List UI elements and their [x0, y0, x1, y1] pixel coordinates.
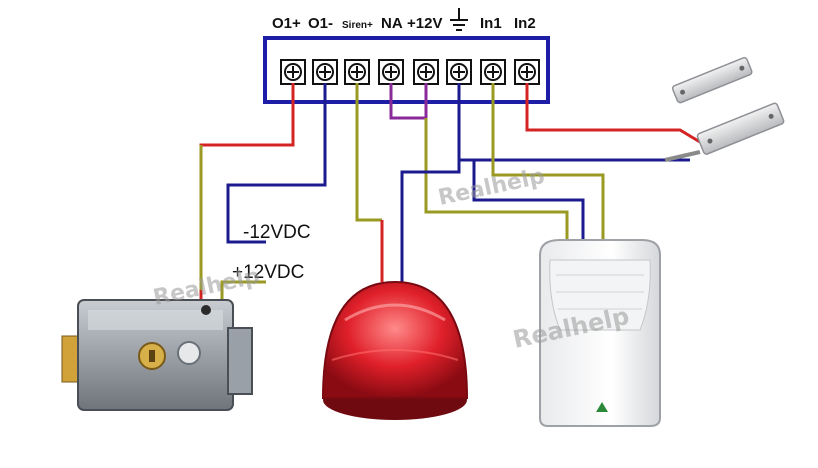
label-o1-plus: O1+: [272, 15, 301, 32]
screw-terminal: [344, 59, 370, 85]
wires: [199, 83, 701, 318]
electric-lock-icon: [61, 299, 253, 411]
terminal-labels: O1+ O1- Siren+ NA +12V In1 In2: [272, 8, 536, 32]
siren-strobe-icon: [321, 280, 469, 420]
pir-motion-sensor-icon: [539, 239, 661, 427]
screw-terminal: [480, 59, 506, 85]
wire-o1-minus-blue: [226, 83, 327, 244]
wire-gnd-blue-siren: [400, 83, 461, 288]
screw-terminal: [378, 59, 404, 85]
door-contact-sensor-icon: [671, 57, 785, 155]
label-in2: In2: [514, 15, 536, 32]
wire-siren-olive: [355, 83, 382, 222]
screw-terminal: [446, 59, 472, 85]
wire-12v-olive: [424, 118, 569, 243]
label-in1: In1: [480, 15, 502, 32]
screw-terminal: [514, 59, 540, 85]
screw-terminal: [312, 59, 338, 85]
label-plus-12vdc: +12VDC: [232, 262, 304, 283]
wire-na-purple: [389, 83, 428, 120]
screw-terminal: [280, 59, 306, 85]
label-siren-plus: Siren+: [342, 20, 373, 31]
wire-door-grey: [664, 150, 701, 162]
wire-in1-olive: [491, 83, 605, 243]
screw-terminal: [413, 59, 439, 85]
ground-icon: [450, 8, 468, 31]
label-na: NA: [381, 15, 403, 32]
label-o1-minus: O1-: [308, 15, 333, 32]
label-minus-12vdc: -12VDC: [243, 222, 311, 243]
label-plus-12v: +12V: [407, 15, 442, 32]
wire-in2-red: [525, 83, 701, 144]
terminal-block: [263, 36, 550, 104]
